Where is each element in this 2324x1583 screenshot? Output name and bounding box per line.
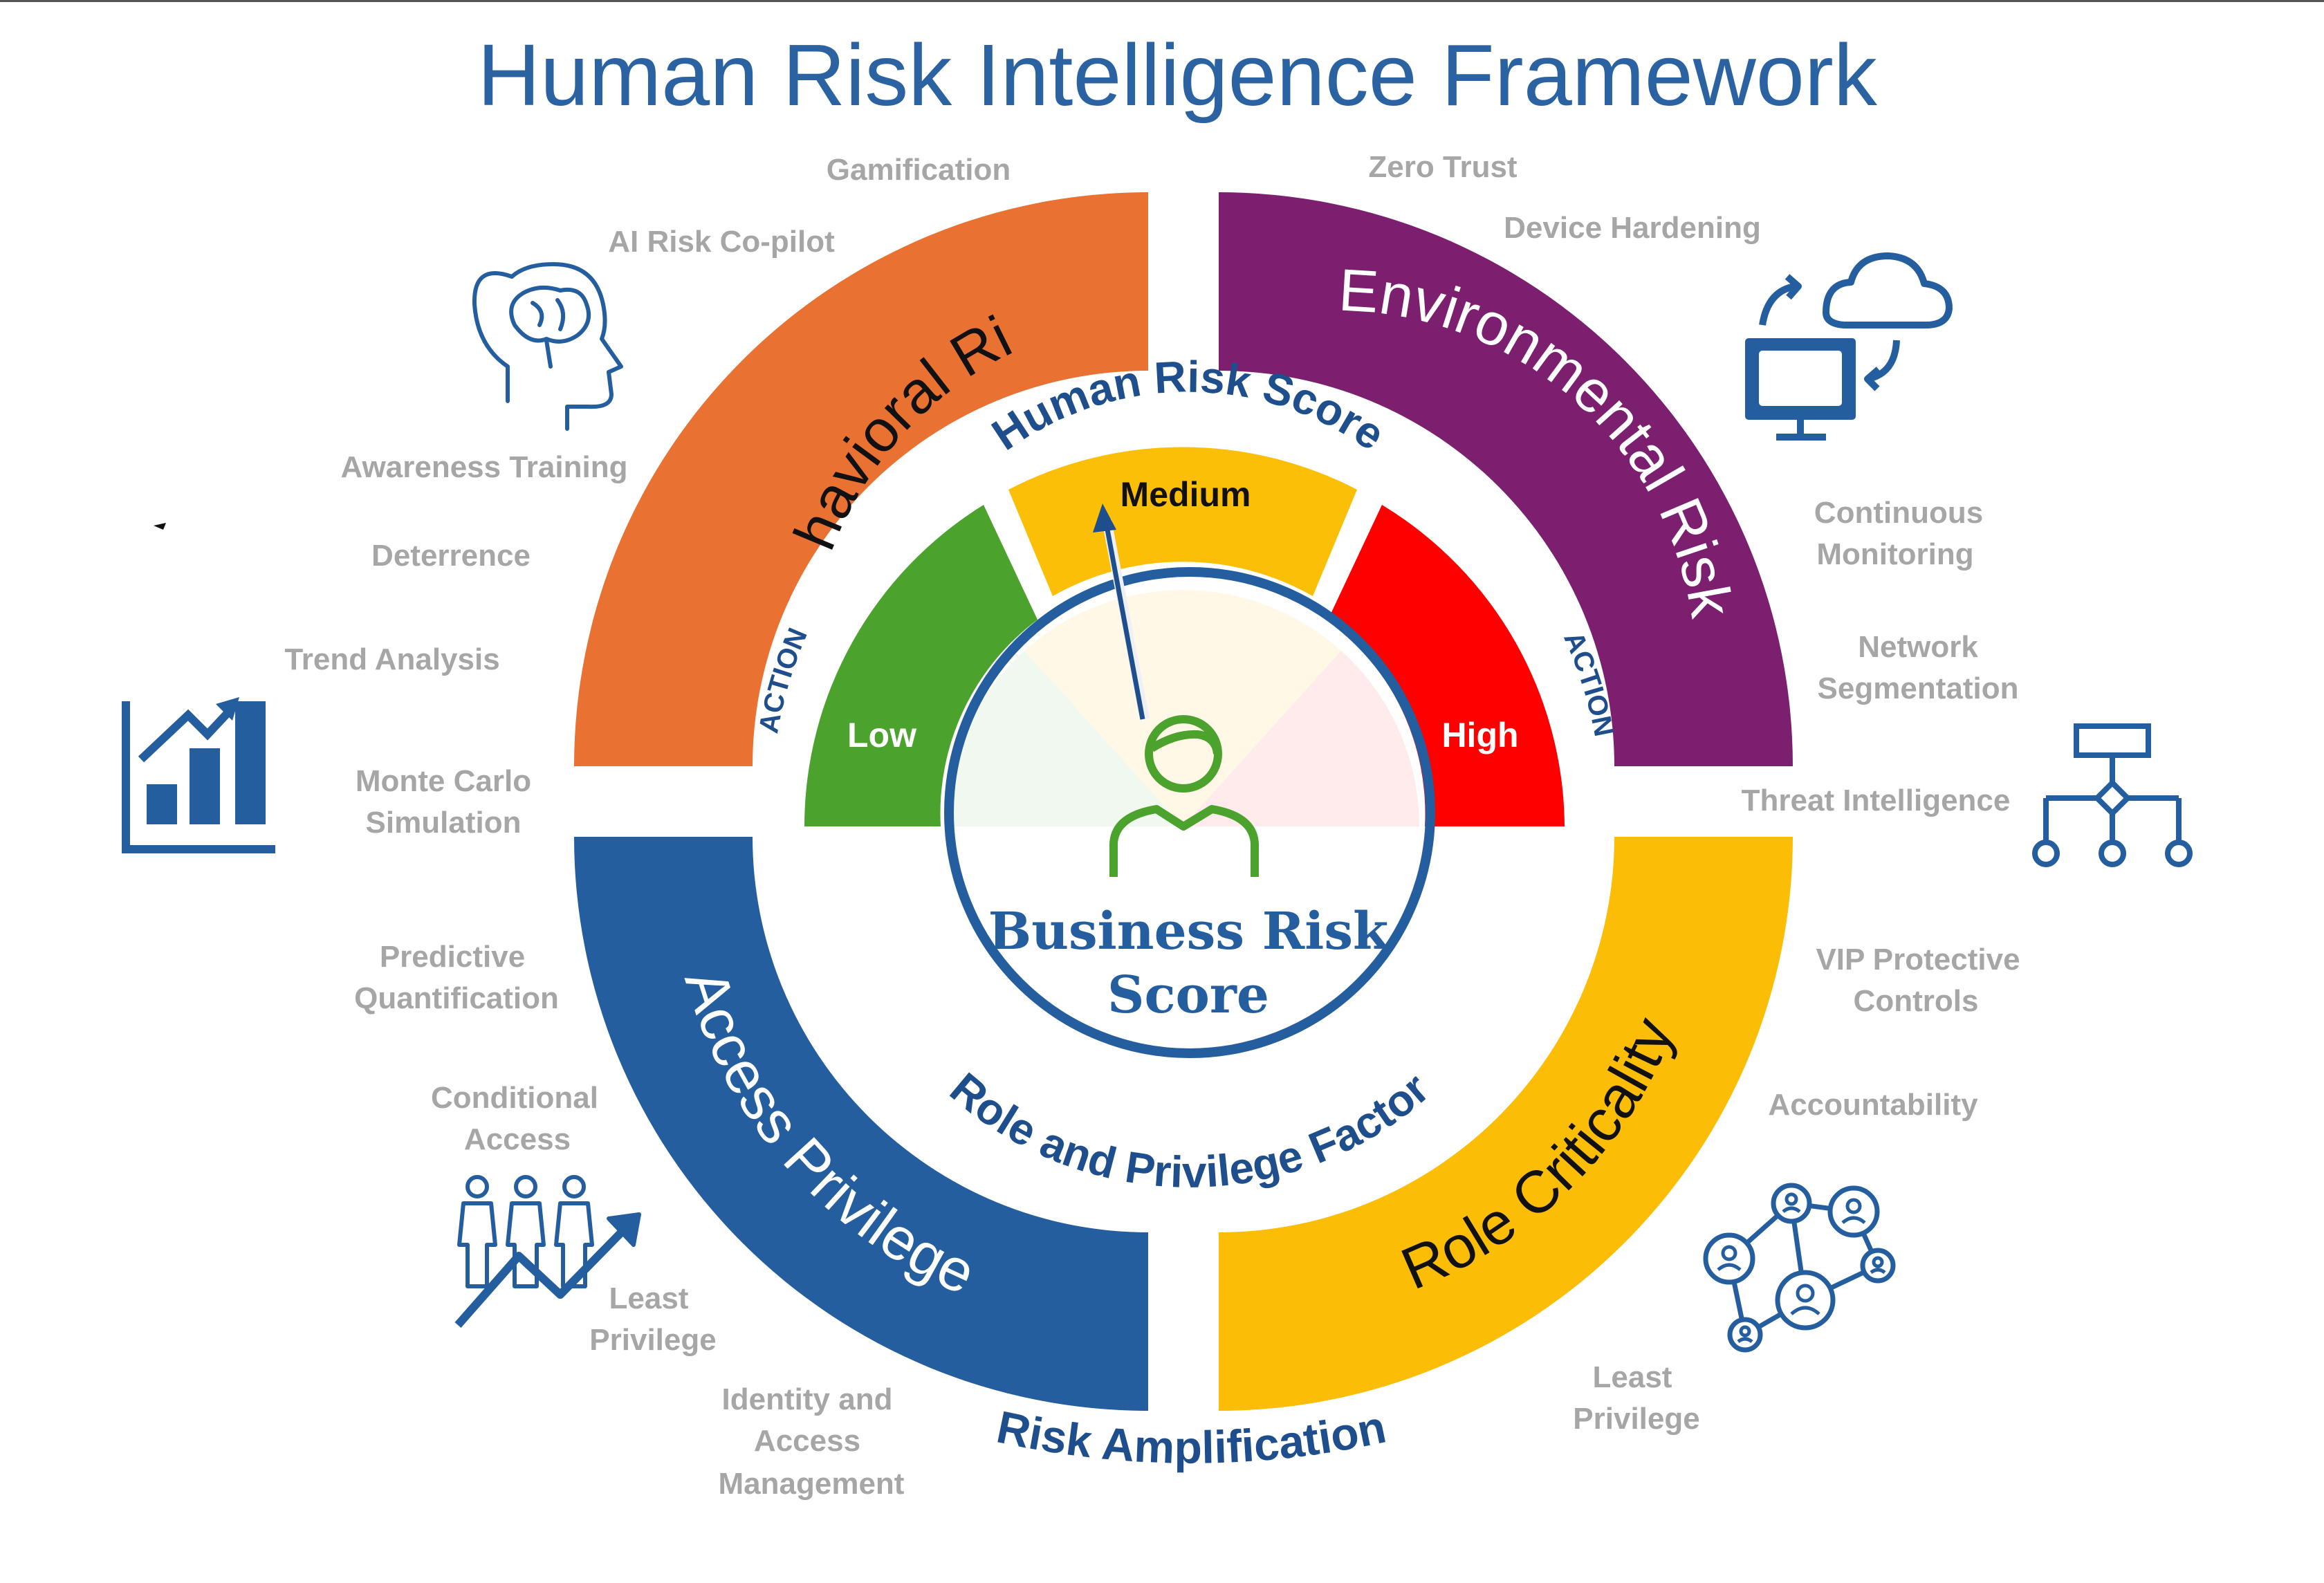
hierarchy-icon — [2032, 723, 2193, 867]
label-ai-copilot: AI Risk Co-pilot — [608, 225, 835, 259]
label-iam-3: Management — [719, 1467, 905, 1501]
label-continuous-1: Continuous — [1814, 496, 1983, 530]
label-deterrence: Deterrence — [371, 539, 531, 573]
label-trend-analysis: Trend Analysis — [284, 642, 499, 676]
gauge-low-segment — [804, 505, 1038, 826]
business-risk-score-line2: Score — [1107, 965, 1269, 1025]
label-iam-2: Access — [754, 1424, 860, 1458]
label-network-1: Network — [1858, 630, 1978, 664]
person-icon — [1109, 715, 1259, 877]
label-vip-2: Controls — [1854, 984, 1979, 1018]
label-least-right-1: Least — [1593, 1360, 1672, 1394]
gauge-faint-low — [946, 651, 1183, 826]
label-zero-trust: Zero Trust — [1368, 150, 1517, 184]
label-least-left-1: Least — [609, 1281, 689, 1315]
gauge-needle-icon — [1093, 503, 1150, 721]
behavioral-risk-segment — [574, 192, 1148, 766]
business-risk-score-line1: Business Risk — [988, 902, 1390, 961]
label-conditional-2: Access — [464, 1122, 571, 1156]
gauge-high-segment — [1328, 505, 1565, 826]
cloud-sync-computer-icon — [1745, 252, 1953, 441]
label-network-2: Segmentation — [1818, 672, 2019, 705]
people-network-icon — [1703, 1183, 1896, 1353]
people-growth-icon — [454, 1175, 641, 1328]
business-risk-circle — [944, 567, 1435, 1058]
label-conditional-1: Conditional — [431, 1081, 598, 1115]
gauge-low-label: Low — [847, 716, 916, 755]
stray-mark — [154, 523, 166, 530]
top-border — [0, 0, 2324, 2]
label-accountability: Accountability — [1768, 1088, 1978, 1122]
label-continuous-2: Monitoring — [1816, 537, 1973, 571]
risk-amplification-label: Risk Amplification — [993, 1401, 1390, 1473]
label-monte-carlo-2: Simulation — [366, 806, 522, 840]
gauge-medium-segment — [1008, 447, 1357, 596]
label-gamification: Gamification — [827, 153, 1011, 187]
gauge-faint-medium — [1024, 590, 1341, 826]
label-least-left-2: Privilege — [589, 1323, 716, 1357]
gauge-medium-label: Medium — [1120, 475, 1251, 514]
label-device-hardening: Device Hardening — [1504, 211, 1761, 245]
label-predictive-2: Quantification — [354, 981, 559, 1015]
environmental-risk-segment — [1219, 192, 1793, 766]
role-privilege-factor-label: Role and Privilege Factor — [941, 1063, 1439, 1197]
label-monte-carlo-1: Monte Carlo — [356, 764, 531, 798]
diagram-title: Human Risk Intelligence Framework — [477, 26, 1878, 124]
brain-head-icon — [472, 262, 623, 431]
label-iam-1: Identity and — [722, 1382, 893, 1416]
gauge-faint-high — [1183, 651, 1419, 826]
gauge-high-label: High — [1441, 716, 1518, 755]
role-criticality-segment — [1219, 837, 1793, 1411]
label-predictive-1: Predictive — [380, 940, 525, 974]
access-privilege-segment — [574, 837, 1148, 1411]
label-awareness-training: Awareness Training — [341, 450, 628, 484]
label-threat-intelligence: Threat Intelligence — [1742, 784, 2011, 817]
label-vip-1: VIP Protective — [1816, 943, 2020, 976]
growth-chart-icon — [122, 697, 275, 853]
outer-labels: Gamification AI Risk Co-pilot Awareness … — [284, 150, 2020, 1501]
label-least-right-2: Privilege — [1573, 1402, 1699, 1436]
